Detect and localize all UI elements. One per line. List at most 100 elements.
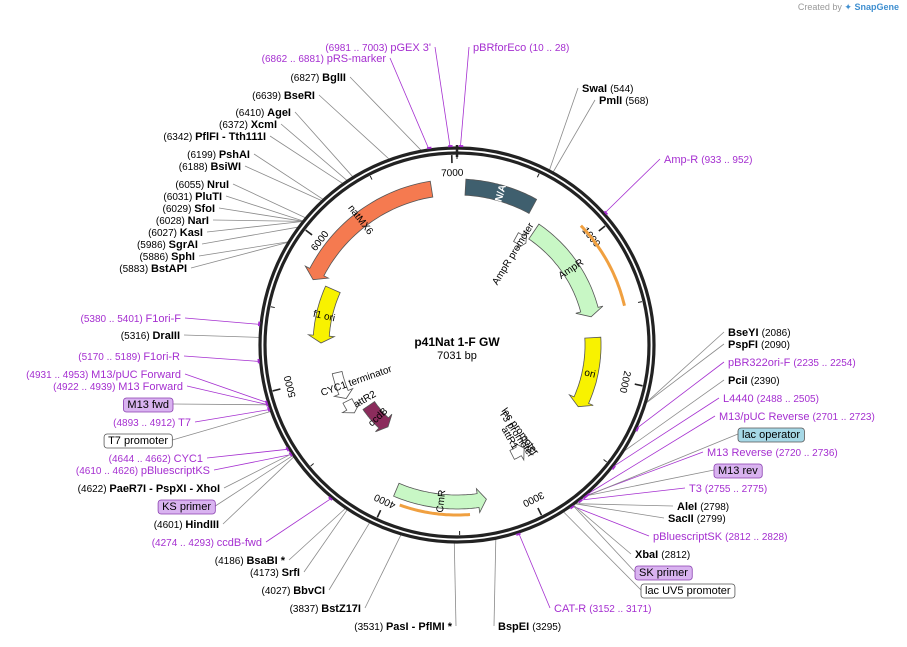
- boxed-label-m13-rev[interactable]: M13 rev: [713, 463, 763, 479]
- site-label-bstapi[interactable]: (5883) BstAPI: [119, 263, 187, 275]
- feature-t3-promoter[interactable]: [520, 438, 532, 456]
- site-label-bstz17i[interactable]: (3837) BstZ17I: [290, 603, 361, 615]
- site-label-bsiwi[interactable]: (6188) BsiWI: [179, 161, 241, 173]
- label-name: BstAPI: [151, 263, 187, 275]
- site-label-bseyi[interactable]: BseYI (2086): [728, 327, 791, 339]
- boxed-label-lac-operator[interactable]: lac operator: [737, 427, 805, 443]
- boxed-label-t7-promoter[interactable]: T7 promoter: [103, 433, 173, 449]
- site-label-pcii[interactable]: PciI (2390): [728, 375, 780, 387]
- label-name: pBluescriptSK: [653, 531, 725, 543]
- label-name: XbaI: [635, 549, 661, 561]
- primer-label-prs-marker[interactable]: (6862 .. 6881) pRS-marker: [262, 53, 387, 65]
- tick-label: 5000: [282, 374, 298, 399]
- site-label-kasi[interactable]: (6027) KasI: [148, 227, 203, 239]
- site-label-sacii[interactable]: SacII (2799): [668, 513, 726, 525]
- primer-label-m13-forward[interactable]: (4922 .. 4939) M13 Forward: [53, 381, 183, 393]
- site-label-pshai[interactable]: (6199) PshAI: [187, 149, 250, 161]
- feature-cen-ars[interactable]: [464, 178, 538, 214]
- label-name: pBRforEco: [473, 42, 529, 54]
- site-label-alei[interactable]: AleI (2798): [677, 501, 729, 513]
- primer-label-amp-r[interactable]: Amp-R (933 .. 952): [664, 154, 752, 166]
- map-center: p41Nat 1-F GW 7031 bp: [414, 335, 500, 362]
- label-name: HindIII: [185, 519, 219, 531]
- label-name: DraIII: [152, 330, 180, 342]
- site-label-srfi[interactable]: (4173) SrfI: [250, 567, 300, 579]
- label-position: (6372): [219, 120, 251, 131]
- primer-label-text: T3 (2755 .. 2775): [689, 483, 767, 495]
- site-label-paer7i-pspxi-xhoi[interactable]: (4622) PaeR7I - PspXI - XhoI: [78, 483, 220, 495]
- site-label-text: (6372) XcmI: [219, 119, 277, 131]
- primer-binding-mark: [265, 401, 269, 407]
- label-name: XcmI: [251, 119, 277, 131]
- site-label-sgrai[interactable]: (5986) SgrAI: [137, 239, 198, 251]
- site-label-bspei[interactable]: BspEI (3295): [498, 621, 561, 633]
- feature-attr1[interactable]: [509, 441, 525, 462]
- feature-lac-promoter[interactable]: [523, 435, 537, 453]
- feature-attr2[interactable]: [341, 398, 361, 414]
- leader-line: [318, 94, 390, 160]
- boxed-label-sk-primer[interactable]: SK primer: [634, 565, 693, 581]
- site-label-sphi[interactable]: (5886) SphI: [139, 251, 195, 263]
- site-label-pasi-pflmi[interactable]: (3531) PasI - PflMI *: [354, 621, 452, 633]
- feature-ampr-promoter[interactable]: [513, 231, 528, 250]
- primer-label-m13-puc-forward[interactable]: (4931 .. 4953) M13/pUC Forward: [26, 369, 181, 381]
- feature-ccdb[interactable]: [362, 401, 393, 433]
- label-position: (2390): [751, 376, 780, 387]
- site-label-pspfi[interactable]: PspFI (2090): [728, 339, 790, 351]
- feature-cmr[interactable]: [393, 482, 487, 514]
- feature-f1-ori[interactable]: [306, 285, 341, 344]
- primer-label-pbr322ori-f[interactable]: pBR322ori-F (2235 .. 2254): [728, 357, 856, 369]
- site-label-swai[interactable]: SwaI (544): [582, 83, 633, 95]
- site-label-sfoi[interactable]: (6029) SfoI: [163, 203, 215, 215]
- feature-natmx6[interactable]: [304, 180, 434, 281]
- primer-label-m13-puc-reverse[interactable]: M13/pUC Reverse (2701 .. 2723): [719, 411, 875, 423]
- tick-label: 3000: [520, 489, 545, 509]
- site-label-text: SacII (2799): [668, 513, 726, 525]
- primer-label-l4440[interactable]: L4440 (2488 .. 2505): [723, 393, 819, 405]
- site-label-text: BspEI (3295): [498, 621, 561, 633]
- leader-line: [572, 505, 650, 537]
- primer-label-cat-r[interactable]: CAT-R (3152 .. 3171): [554, 603, 652, 615]
- label-name: SfoI: [194, 203, 215, 215]
- site-label-xbai[interactable]: XbaI (2812): [635, 549, 690, 561]
- feature-ampr[interactable]: [528, 223, 604, 318]
- site-label-hindiii[interactable]: (4601) HindIII: [154, 519, 219, 531]
- site-label-agei[interactable]: (6410) AgeI: [235, 107, 291, 119]
- boxed-label-lac-uv5-promoter[interactable]: lac UV5 promoter: [640, 583, 736, 599]
- site-label-pflfi-tth111i[interactable]: (6342) PflFI - Tth111I: [163, 131, 266, 143]
- site-label-nari[interactable]: (6028) NarI: [156, 215, 209, 227]
- primer-label-t3[interactable]: T3 (2755 .. 2775): [689, 483, 767, 495]
- site-label-bbvci[interactable]: (4027) BbvCI: [262, 585, 325, 597]
- label-position: (6981 .. 7003): [325, 43, 390, 54]
- site-label-bsabi[interactable]: (4186) BsaBI *: [215, 555, 286, 567]
- site-label-xcmi[interactable]: (6372) XcmI: [219, 119, 277, 131]
- primer-label-ccdb-fwd[interactable]: (4274 .. 4293) ccdB-fwd: [152, 537, 262, 549]
- primer-label-pbluescriptsk[interactable]: pBluescriptSK (2812 .. 2828): [653, 531, 787, 543]
- primer-binding-mark: [603, 210, 609, 216]
- label-position: (6055): [175, 180, 207, 191]
- label-position: (3152 .. 3171): [589, 604, 651, 615]
- label-name: NruI: [207, 179, 229, 191]
- site-label-bseri[interactable]: (6639) BseRI: [252, 90, 315, 102]
- site-label-pmli[interactable]: PmlI (568): [599, 95, 649, 107]
- primer-label-pbluescriptks[interactable]: (4610 .. 4626) pBluescriptKS: [76, 465, 210, 477]
- feature-cyc1-terminator[interactable]: [331, 371, 354, 399]
- boxed-label-m13-fwd[interactable]: M13 fwd: [123, 397, 174, 413]
- primer-label-f1ori-r[interactable]: (5170 .. 5189) F1ori-R: [78, 351, 180, 363]
- feature-label-f1-ori: f1 ori: [312, 309, 336, 325]
- primer-label-m13-reverse[interactable]: M13 Reverse (2720 .. 2736): [707, 447, 838, 459]
- primer-label-f1ori-f[interactable]: (5380 .. 5401) F1ori-F: [81, 313, 182, 325]
- site-label-bglii[interactable]: (6827) BglII: [290, 72, 346, 84]
- feature-ori[interactable]: [568, 336, 602, 408]
- site-label-draiii[interactable]: (5316) DraIII: [121, 330, 180, 342]
- site-label-text: (3531) PasI - PflMI *: [354, 621, 452, 633]
- primer-label-pbrforeco[interactable]: pBRforEco (10 .. 28): [473, 42, 569, 54]
- primer-label-t7[interactable]: (4893 .. 4912) T7: [113, 417, 191, 429]
- site-label-pluti[interactable]: (6031) PluTI: [163, 191, 222, 203]
- site-label-nrui[interactable]: (6055) NruI: [175, 179, 229, 191]
- primer-binding-mark: [426, 146, 432, 150]
- primer-label-pgex-3[interactable]: (6981 .. 7003) pGEX 3': [325, 42, 431, 54]
- primer-label-cyc1[interactable]: (4644 .. 4662) CYC1: [109, 453, 203, 465]
- boxed-label-ks-primer[interactable]: KS primer: [157, 499, 216, 515]
- site-label-text: (6199) PshAI: [187, 149, 250, 161]
